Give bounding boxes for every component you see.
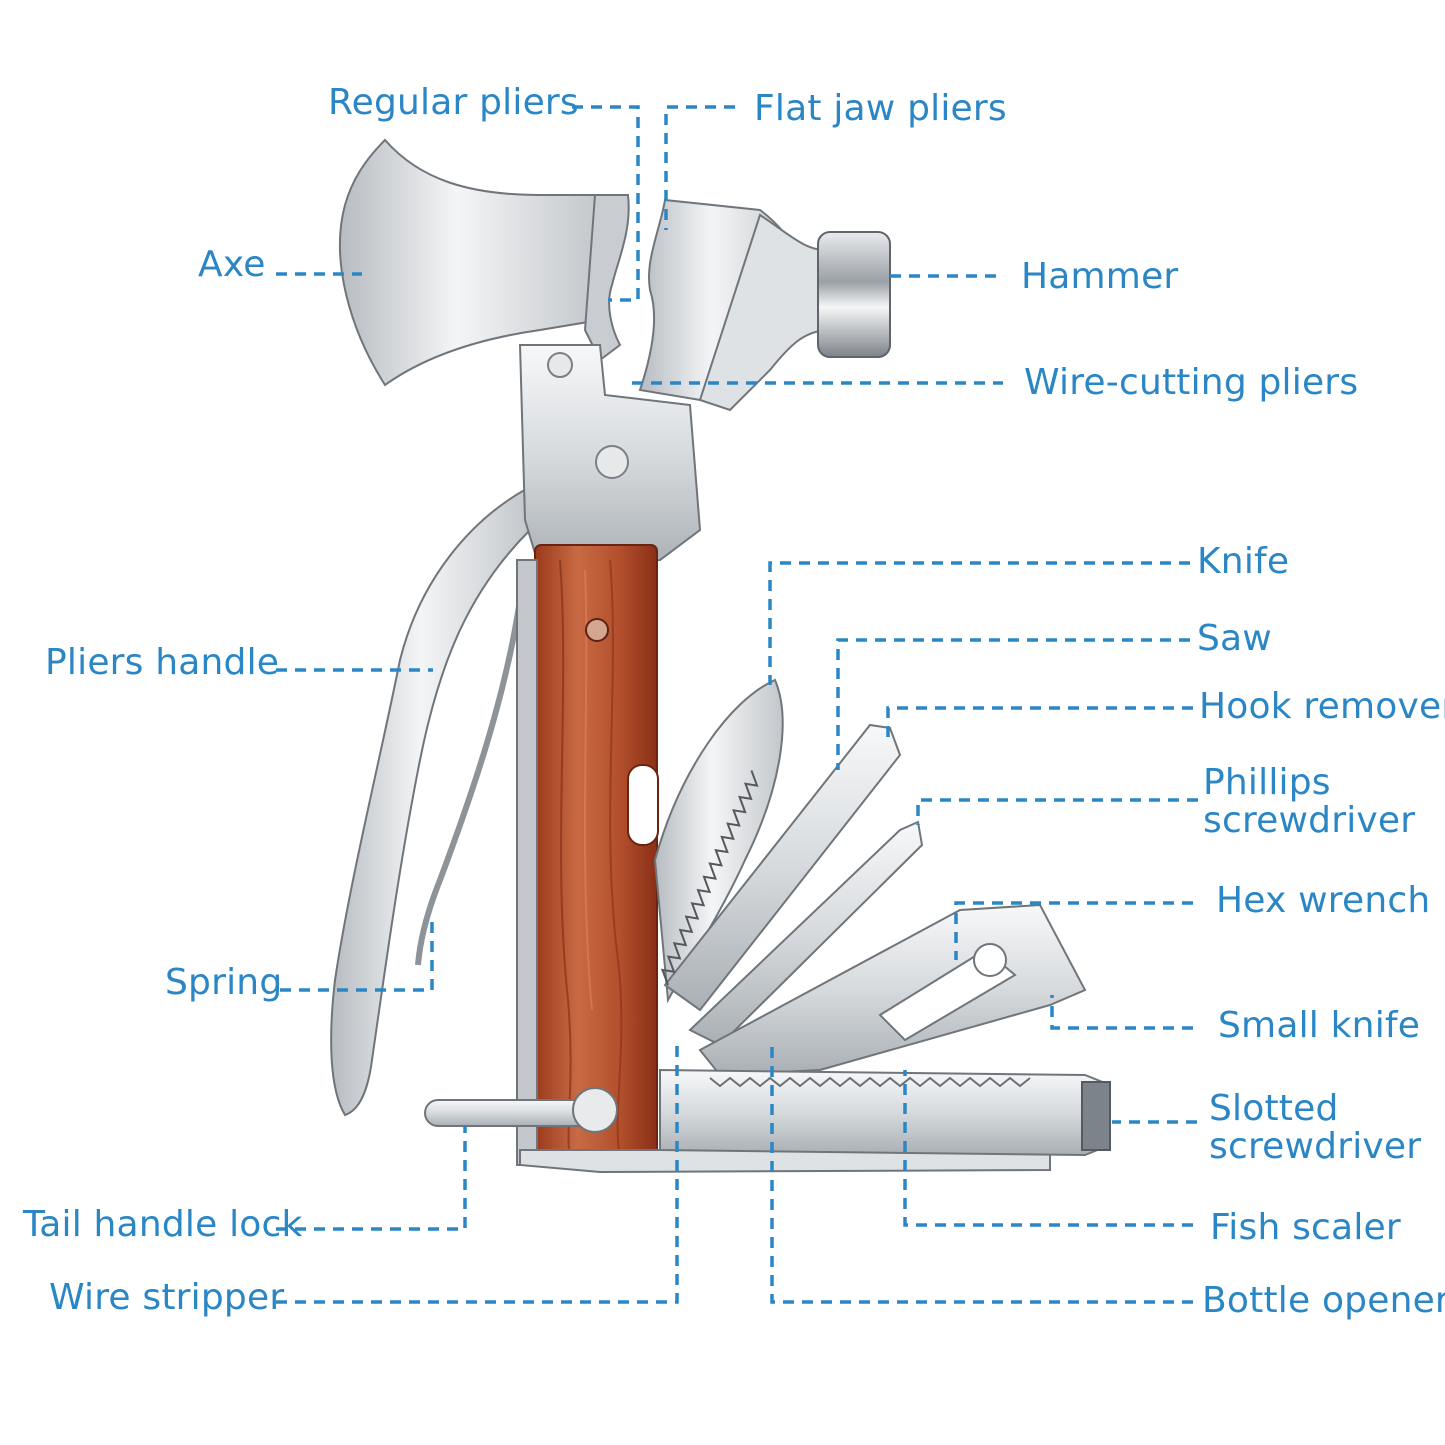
regular-pliers-jaw	[583, 194, 630, 362]
hammer-head	[817, 231, 891, 358]
leader-tail-handle-lock	[276, 1125, 467, 1231]
saw-teeth	[660, 770, 759, 986]
label-flat-jaw-pliers: Flat jaw pliers	[754, 88, 1007, 129]
leader-lines	[276, 105, 1198, 1304]
bottle-slot	[627, 764, 659, 846]
fish-scaler-teeth	[709, 1076, 1031, 1088]
leader-knife	[768, 561, 1190, 685]
slotted-screwdriver-tip	[1081, 1081, 1111, 1151]
label-small-knife: Small knife	[1218, 1005, 1421, 1046]
leader-small-knife	[1050, 995, 1193, 1030]
label-wire-stripper: Wire stripper	[49, 1277, 285, 1318]
leader-hex-wrench	[954, 901, 1193, 960]
spring-wire	[415, 599, 523, 966]
handle-rivet	[585, 618, 609, 642]
label-hook-remover: Hook remover	[1199, 686, 1445, 727]
leader-flat-jaw-pliers	[664, 105, 735, 230]
saw-blade	[663, 723, 902, 1012]
pliers-handle-arm	[330, 486, 532, 1117]
label-wire-cutting-pliers: Wire-cutting pliers	[1024, 362, 1359, 403]
label-fish-scaler: Fish scaler	[1210, 1207, 1401, 1248]
leader-fish-scaler	[903, 1070, 1193, 1227]
leader-regular-pliers	[572, 105, 640, 302]
label-axe: Axe	[198, 244, 266, 285]
label-hammer: Hammer	[1021, 256, 1179, 297]
leader-phillips-screwdriver	[916, 798, 1198, 825]
label-tail-handle-lock: Tail handle lock	[23, 1204, 303, 1245]
label-spring: Spring	[165, 962, 283, 1003]
label-pliers-handle: Pliers handle	[45, 642, 280, 683]
leader-spring	[280, 915, 434, 992]
leader-saw	[836, 638, 1190, 770]
label-slotted-screwdriver: Slotted screwdriver	[1209, 1088, 1422, 1167]
tail-lock-screw	[572, 1087, 618, 1133]
leader-bottle-opener	[770, 1040, 1193, 1304]
rivet-top	[547, 352, 573, 378]
label-saw: Saw	[1197, 618, 1272, 659]
label-regular-pliers: Regular pliers	[328, 82, 579, 123]
label-knife: Knife	[1197, 541, 1290, 582]
rivet-middle	[595, 445, 629, 479]
label-phillips-screwdriver: Phillips screwdriver	[1203, 762, 1416, 841]
leader-wire-stripper	[276, 1045, 679, 1304]
label-hex-wrench: Hex wrench	[1216, 880, 1431, 921]
label-bottle-opener: Bottle opener	[1202, 1280, 1445, 1321]
leader-hook-remover	[886, 706, 1193, 745]
axe-head	[338, 138, 601, 387]
